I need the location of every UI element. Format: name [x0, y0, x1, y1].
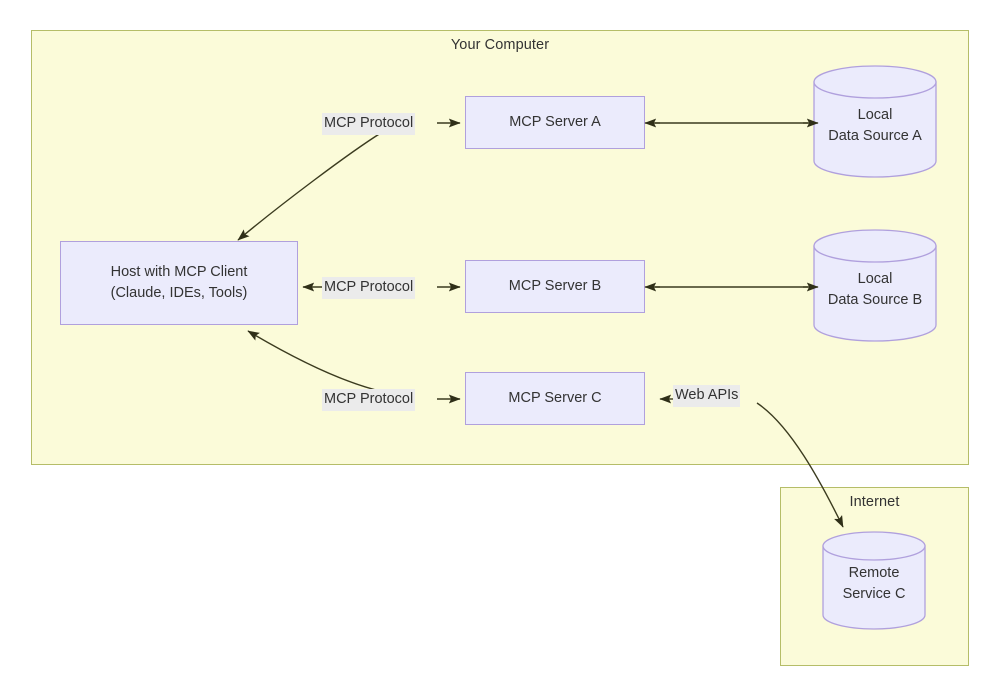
node-local-data-source-b-label-line2: Data Source B: [827, 292, 923, 309]
node-remote-service-c-label: Remote Service C: [822, 563, 926, 605]
node-local-data-source-a-label: Local Data Source A: [813, 105, 937, 147]
node-mcp-server-b-label: MCP Server B: [508, 277, 602, 294]
node-host-label-line2: (Claude, IDEs, Tools): [110, 285, 248, 301]
node-host-label-line1: Host with MCP Client: [110, 263, 248, 280]
node-remote-service-c[interactable]: Remote Service C: [822, 531, 926, 630]
group-your-computer-title: Your Computer: [450, 37, 550, 53]
node-remote-service-c-label-line2: Service C: [842, 586, 906, 603]
edge-label-web-apis: Web APIs: [673, 385, 741, 407]
node-mcp-server-a[interactable]: MCP Server A: [465, 96, 645, 149]
edge-label-mcp-protocol-b: MCP Protocol: [322, 277, 416, 299]
cylinder-shape-icon: [813, 65, 937, 178]
node-local-data-source-a[interactable]: Local Data Source A: [813, 65, 937, 178]
node-local-data-source-b[interactable]: Local Data Source B: [813, 229, 937, 342]
node-local-data-source-a-label-line1: Local: [857, 107, 893, 123]
edge-label-mcp-protocol-c: MCP Protocol: [322, 389, 416, 411]
node-mcp-server-a-label: MCP Server A: [509, 113, 601, 130]
node-local-data-source-b-label-line1: Local: [857, 271, 893, 287]
cylinder-shape-icon: [813, 229, 937, 342]
node-mcp-server-c-label: MCP Server C: [508, 389, 602, 406]
node-mcp-server-c[interactable]: MCP Server C: [465, 372, 645, 425]
node-remote-service-c-label-line1: Remote: [848, 565, 900, 581]
node-local-data-source-a-label-line2: Data Source A: [828, 128, 922, 145]
node-mcp-server-b[interactable]: MCP Server B: [465, 260, 645, 313]
node-host-with-mcp-client[interactable]: Host with MCP Client (Claude, IDEs, Tool…: [60, 241, 298, 325]
edge-label-mcp-protocol-a: MCP Protocol: [322, 113, 416, 135]
node-local-data-source-b-label: Local Data Source B: [813, 269, 937, 311]
cylinder-shape-icon: [822, 531, 926, 630]
group-internet-title: Internet: [849, 494, 900, 510]
